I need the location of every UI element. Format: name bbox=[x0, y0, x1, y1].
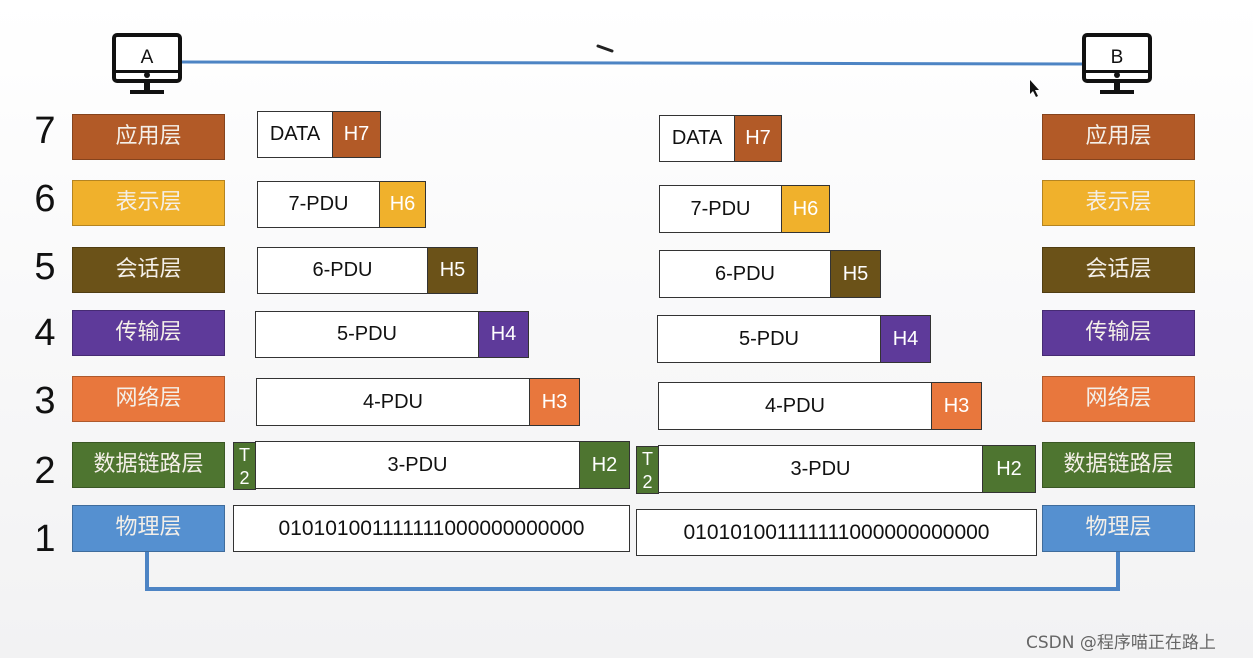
watermark: CSDN @程序喵正在路上 bbox=[1026, 633, 1216, 653]
layer-number-3: 3 bbox=[34, 380, 56, 422]
right-layer-application: 应用层 bbox=[1042, 114, 1195, 160]
right-trailer-t2: T 2 bbox=[636, 446, 659, 494]
left-trailer-t2-top: T bbox=[239, 444, 250, 465]
left-bitstream: 010101001111111000000000000 bbox=[233, 505, 630, 552]
host-b-label: B bbox=[1110, 47, 1124, 68]
left-header-h2: H2 bbox=[579, 441, 630, 489]
right-header-h4: H4 bbox=[880, 315, 931, 363]
right-layer-physical: 物理层 bbox=[1042, 505, 1195, 552]
left-pdu-7-data: DATA bbox=[257, 111, 333, 158]
right-trailer-t2-bottom: 2 bbox=[642, 471, 653, 492]
host-b-computer-icon: B bbox=[1082, 33, 1154, 95]
right-header-h2: H2 bbox=[982, 445, 1036, 493]
left-pdu-5-data: 6-PDU bbox=[257, 247, 428, 294]
right-header-h5: H5 bbox=[830, 250, 881, 298]
right-bitstream: 010101001111111000000000000 bbox=[636, 509, 1037, 556]
right-pdu-4-data: 5-PDU bbox=[657, 315, 881, 363]
right-header-h3: H3 bbox=[931, 382, 982, 430]
host-link-line bbox=[179, 60, 1084, 66]
layer-number-2: 2 bbox=[34, 450, 56, 492]
left-trailer-t2: T 2 bbox=[233, 442, 256, 490]
left-trailer-t2-bottom: 2 bbox=[239, 467, 250, 488]
right-layer-transport: 传输层 bbox=[1042, 310, 1195, 356]
layer-number-1: 1 bbox=[34, 518, 56, 560]
right-layer-session: 会话层 bbox=[1042, 247, 1195, 293]
left-layer-datalink: 数据链路层 bbox=[72, 442, 225, 488]
left-pdu-3-data: 4-PDU bbox=[256, 378, 530, 426]
right-layer-datalink: 数据链路层 bbox=[1042, 442, 1195, 488]
left-header-h7: H7 bbox=[332, 111, 381, 158]
left-layer-presentation: 表示层 bbox=[72, 180, 225, 226]
right-layer-presentation: 表示层 bbox=[1042, 180, 1195, 226]
left-header-h4: H4 bbox=[478, 311, 529, 358]
right-pdu-7-data: DATA bbox=[659, 115, 735, 162]
right-trailer-t2-top: T bbox=[642, 448, 653, 469]
left-pdu-6-data: 7-PDU bbox=[257, 181, 380, 228]
right-pdu-5-data: 6-PDU bbox=[659, 250, 831, 298]
layer-number-5: 5 bbox=[34, 246, 56, 288]
left-layer-application: 应用层 bbox=[72, 114, 225, 160]
left-layer-transport: 传输层 bbox=[72, 310, 225, 356]
right-pdu-2-data: 3-PDU bbox=[658, 445, 983, 493]
layer-number-7: 7 bbox=[34, 110, 56, 152]
left-header-h6: H6 bbox=[379, 181, 426, 228]
left-layer-session: 会话层 bbox=[72, 247, 225, 293]
host-a-computer-icon: A bbox=[112, 33, 184, 95]
layer-number-6: 6 bbox=[34, 178, 56, 220]
left-header-h3: H3 bbox=[529, 378, 580, 426]
right-pdu-6-data: 7-PDU bbox=[659, 185, 782, 233]
physical-link-line bbox=[145, 552, 1120, 591]
layer-number-4: 4 bbox=[34, 312, 56, 354]
left-layer-network: 网络层 bbox=[72, 376, 225, 422]
left-header-h5: H5 bbox=[427, 247, 478, 294]
left-pdu-4-data: 5-PDU bbox=[255, 311, 479, 358]
left-pdu-2-data: 3-PDU bbox=[255, 441, 580, 489]
right-header-h7: H7 bbox=[734, 115, 782, 162]
right-pdu-3-data: 4-PDU bbox=[658, 382, 932, 430]
artifact-mark bbox=[596, 44, 614, 53]
right-layer-network: 网络层 bbox=[1042, 376, 1195, 422]
right-header-h6: H6 bbox=[781, 185, 830, 233]
host-a-label: A bbox=[140, 47, 154, 68]
left-layer-physical: 物理层 bbox=[72, 505, 225, 552]
cursor-icon bbox=[1030, 80, 1039, 97]
